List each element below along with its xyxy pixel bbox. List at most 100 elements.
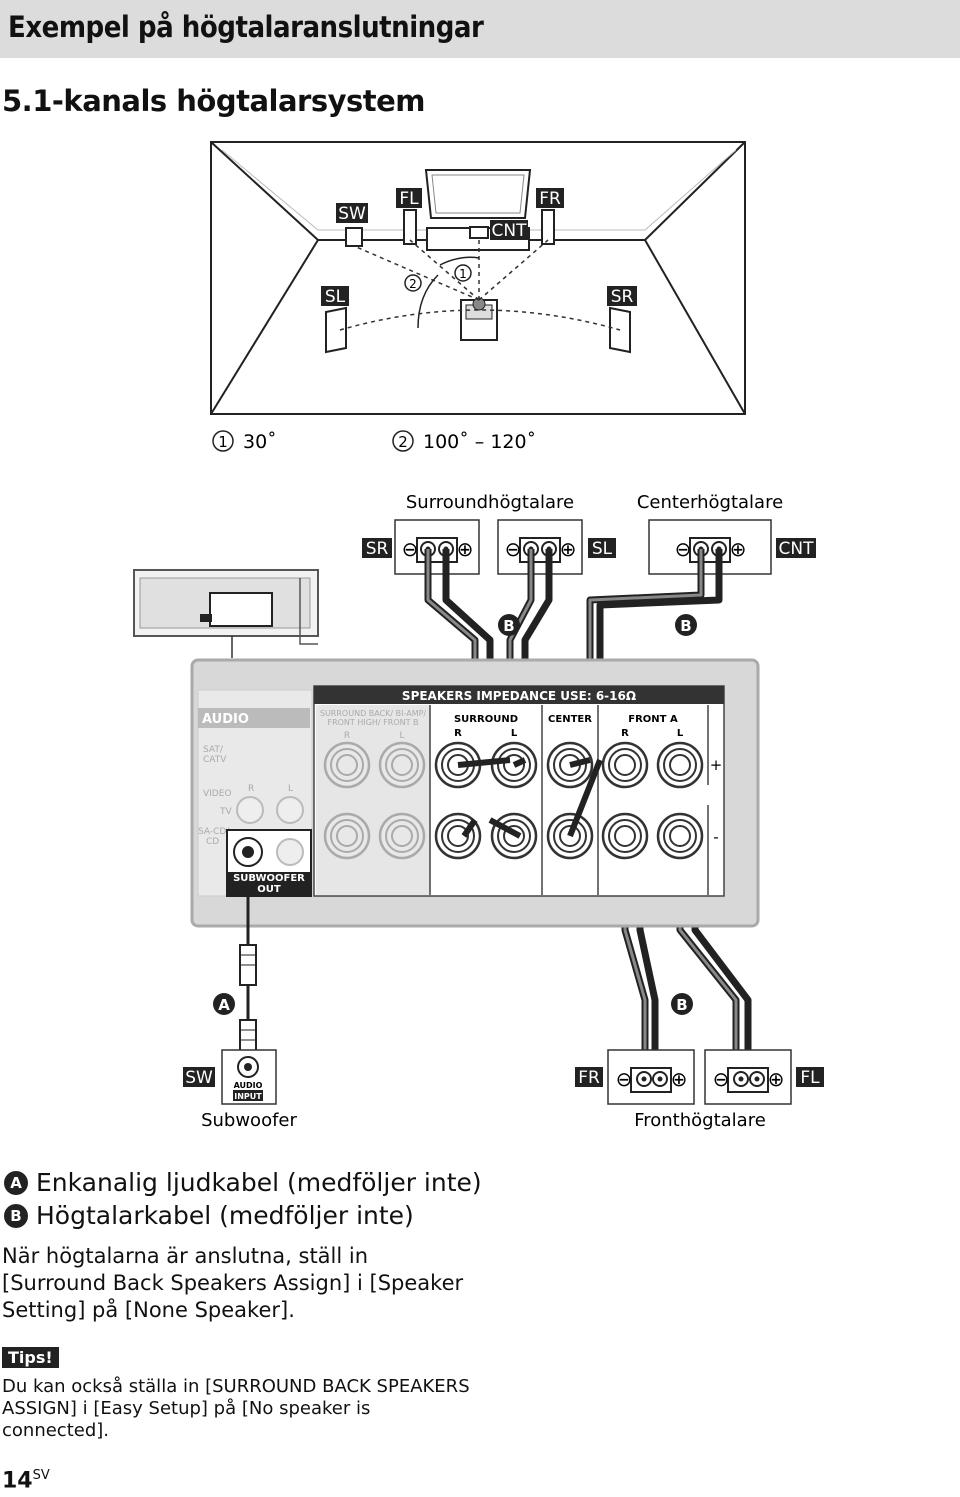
panel-audio-l-label: L (288, 784, 293, 794)
angle-arc-100 (417, 274, 439, 329)
angle-marker-2-text: 2 (409, 277, 417, 291)
tips-badge: Tips! (2, 1347, 59, 1368)
panel-sacd-label: SA-CD/ (198, 827, 230, 837)
panel-plus-label: + (710, 756, 723, 774)
legend-marker-b: B (4, 1203, 28, 1228)
cable-b-marker-surround (498, 614, 520, 636)
angle-caption-value-1: 30˚ (243, 431, 277, 453)
subwoofer-speaker-icon (345, 227, 363, 247)
angle-marker-2 (404, 274, 422, 292)
svg-text:⊕: ⊕ (560, 537, 577, 561)
angle-marker-1-text: 1 (459, 267, 467, 281)
svg-text:⊖: ⊖ (616, 1067, 633, 1091)
legend-text-b: Högtalarkabel (medföljer inte) (36, 1201, 414, 1230)
surround-speakers-label: Surroundhögtalare (406, 492, 574, 513)
fl-speaker-terminal: ⊖⊕ (704, 1049, 792, 1105)
svg-text:⊕: ⊕ (768, 1067, 785, 1091)
fr-bottom-tag (575, 1067, 603, 1087)
sr-terminal-tag-text: SR (366, 539, 389, 559)
sw-tag-text: SW (338, 204, 366, 224)
fl-bottom-tag (796, 1067, 824, 1087)
setting-note: När högtalarna är anslutna, ställ in [Su… (2, 1244, 464, 1322)
panel-surround-back-label: SURROUND BACK/ BI-AMP/ (320, 709, 427, 718)
front-left-speaker-icon (403, 209, 417, 245)
page-title: Exempel på högtalaranslutningar (8, 10, 484, 44)
page-header: Exempel på högtalaranslutningar (0, 0, 960, 58)
room-layout: SW FL FR CNT SL SR 1 2 (210, 141, 746, 415)
sr-terminal-tag (362, 538, 392, 558)
front-speakers-label: Fronthögtalare (634, 1110, 766, 1131)
tips-text: Du kan också ställa in [SURROUND BACK SP… (2, 1376, 470, 1441)
sw-tag (336, 203, 368, 223)
cnt-tag (490, 220, 528, 240)
sw-bottom-tag (183, 1067, 215, 1087)
panel-cd-label: CD (206, 837, 219, 847)
cnt-terminal-tag (776, 538, 816, 558)
listener-chair-icon (460, 297, 498, 341)
page-number: 14SV (2, 1468, 50, 1493)
cable-a-marker-text: A (218, 996, 230, 1014)
panel-surround-l-label: L (511, 728, 518, 739)
panel-front-l-label: L (677, 728, 684, 739)
angle-caption-marker-2: 2 (398, 433, 408, 451)
sr-tag-text: SR (611, 287, 634, 307)
panel-sb-r-label: R (344, 731, 350, 741)
sw-bottom-tag-text: SW (185, 1068, 213, 1088)
speakers-impedance-header: SPEAKERS IMPEDANCE USE: 6-16Ω (402, 689, 636, 703)
svg-text:⊕: ⊕ (730, 537, 747, 561)
audio-input-label2: INPUT (234, 1092, 262, 1101)
sl-terminal-tag-text: SL (592, 539, 613, 559)
panel-video-label: VIDEO (203, 789, 232, 799)
front-right-speaker-icon (541, 209, 555, 245)
panel-tv-label: TV (219, 807, 232, 817)
panel-minus-label: - (713, 828, 718, 846)
section-title: 5.1-kanals högtalarsystem (2, 84, 426, 118)
center-speaker-icon (469, 226, 489, 239)
fl-tag (396, 188, 422, 208)
panel-surround-r-label: R (454, 728, 462, 739)
panel-audio-label: AUDIO (202, 712, 249, 727)
page-language: SV (32, 1468, 50, 1483)
center-speaker-terminal: ⊖⊕ (648, 519, 772, 575)
cable-b-marker-center-text: B (680, 617, 691, 635)
sl-tag (321, 286, 349, 306)
sl-tag-text: SL (325, 287, 346, 307)
fr-tag-text: FR (539, 189, 561, 209)
panel-audio-r-label: R (248, 784, 254, 794)
panel-front-r-label: R (621, 728, 629, 739)
sr-speaker-terminal: ⊖⊕ (394, 519, 480, 575)
receiver-thumbnail (133, 569, 319, 658)
sl-terminal-tag (588, 538, 616, 558)
panel-front-high-label: FRONT HIGH/ FRONT B (327, 718, 418, 727)
panel-sat-label: SAT/ (203, 745, 224, 755)
subwoofer-out-label2: OUT (257, 884, 281, 895)
connection-diagram: SW FL FR CNT SL SR 1 2 (133, 141, 824, 1131)
angle-caption: 1 30˚ 2 100˚ – 120˚ (212, 430, 536, 453)
panel-surround-label: SURROUND (454, 714, 518, 725)
subwoofer-label: Subwoofer (201, 1110, 297, 1131)
subwoofer-out-label: SUBWOOFER (233, 873, 305, 884)
fr-speaker-terminal: ⊖⊕ (607, 1049, 695, 1105)
fl-tag-text: FL (399, 189, 419, 209)
panel-sb-l-label: L (399, 731, 404, 741)
cable-legend: A Enkanalig ljudkabel (medföljer inte) B… (4, 1166, 482, 1232)
cable-b-marker-front-text: B (676, 996, 687, 1014)
panel-catv-label: CATV (203, 755, 227, 765)
angle-caption-value-2: 100˚ – 120˚ (423, 431, 536, 453)
legend-text-a: Enkanalig ljudkabel (medföljer inte) (36, 1168, 482, 1197)
subwoofer-audio-input: AUDIO INPUT (221, 1049, 277, 1105)
cable-b-marker-center (675, 614, 697, 636)
cable-b-marker-front (671, 993, 693, 1015)
svg-text:⊕: ⊕ (457, 537, 474, 561)
angle-caption-marker-1: 1 (218, 433, 228, 451)
cnt-tag-text: CNT (492, 221, 528, 241)
fl-bottom-tag-text: FL (800, 1068, 820, 1088)
angle-arc-30 (439, 256, 480, 266)
fr-tag (536, 188, 564, 208)
legend-row-a: A Enkanalig ljudkabel (medföljer inte) (4, 1166, 482, 1199)
panel-front-a-label: FRONT A (628, 714, 678, 725)
cable-b-marker-surround-text: B (503, 617, 514, 635)
legend-marker-a: A (4, 1170, 28, 1195)
fr-bottom-tag-text: FR (578, 1068, 600, 1088)
legend-row-b: B Högtalarkabel (medföljer inte) (4, 1199, 482, 1232)
